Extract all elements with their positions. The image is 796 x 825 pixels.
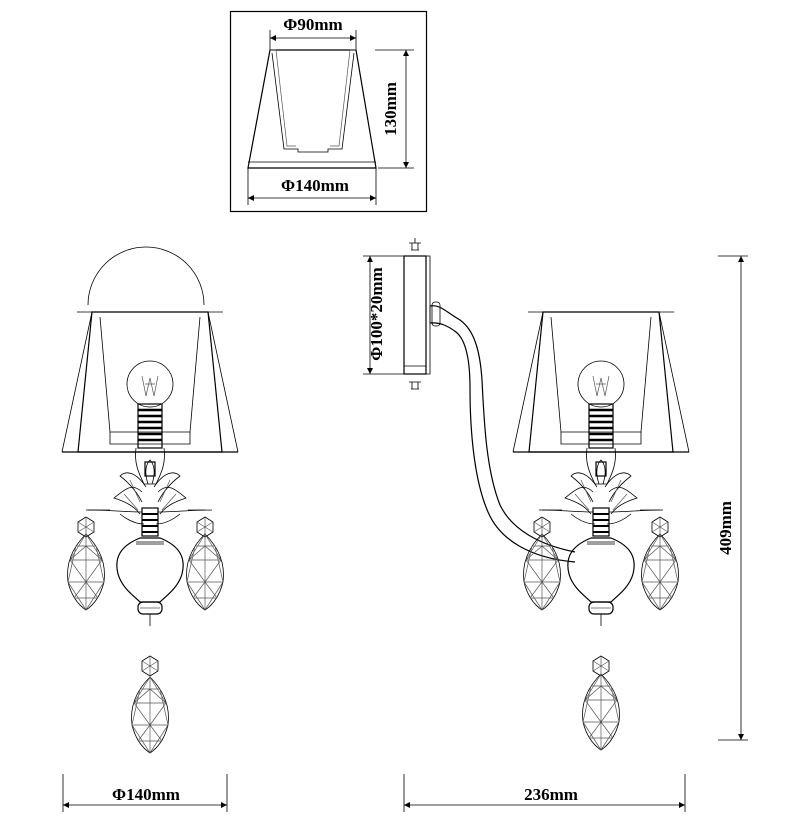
front-width-label: Φ140mm [112, 785, 180, 804]
wall-plate-outline [87, 246, 205, 306]
side-view: Φ100*20mm 409mm 236mm [363, 238, 748, 812]
front-view: Φ140mm [60, 246, 240, 812]
wall-plate [403, 255, 427, 375]
shade-detail-view: Φ90mm 130mm Φ140mm [229, 10, 428, 213]
side-depth-label: 236mm [524, 785, 578, 804]
shade-top-diameter-label: Φ90mm [283, 15, 342, 34]
base-plate-label: Φ100*20mm [367, 267, 386, 360]
shade-bottom-diameter-label: Φ140mm [281, 176, 349, 195]
total-height-label: 409mm [716, 501, 735, 555]
shade-height-label: 130mm [381, 82, 400, 136]
screw-icon [409, 238, 421, 251]
detail-frame [229, 10, 428, 213]
side-arm [429, 305, 576, 553]
